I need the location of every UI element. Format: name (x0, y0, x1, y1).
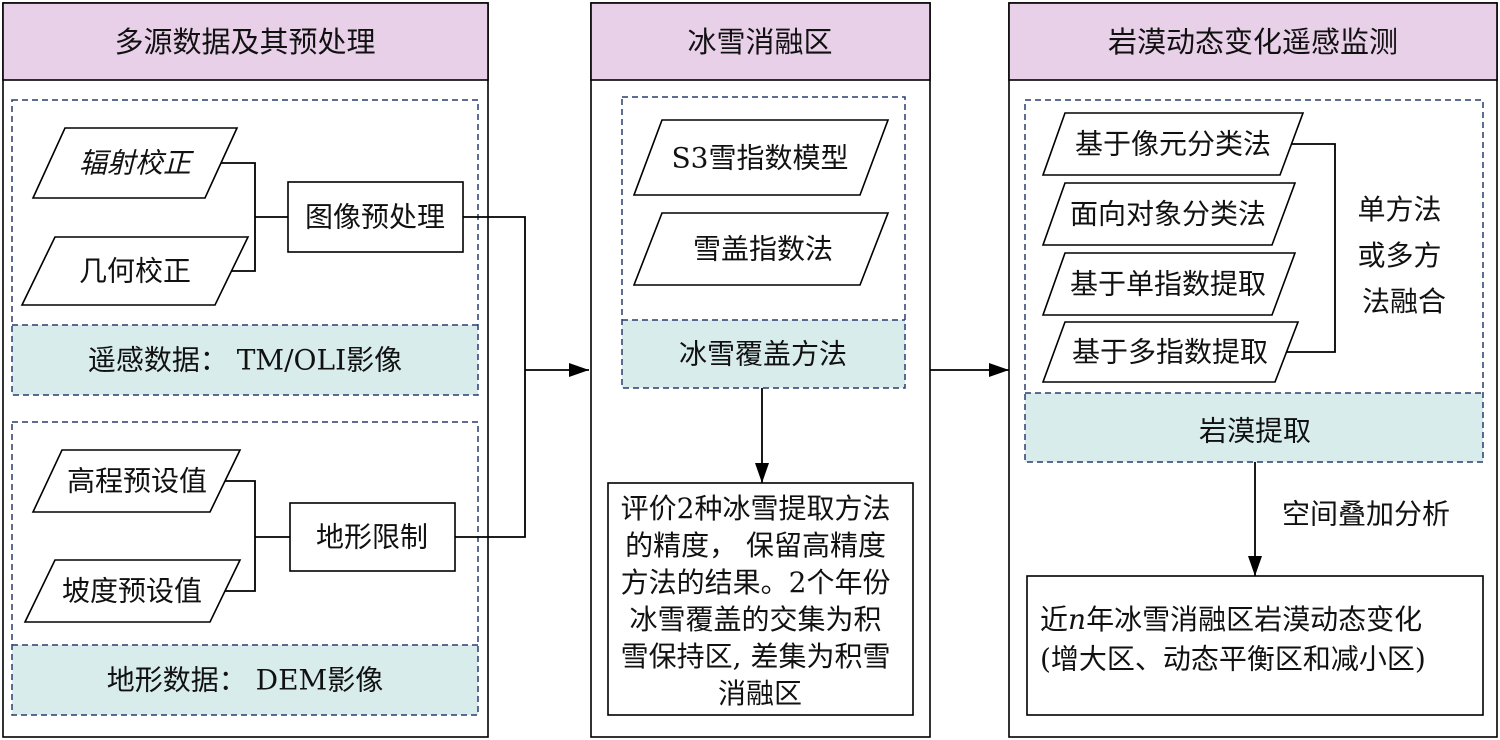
left-output-connector (455, 216, 526, 538)
parallelogram-shape (31, 127, 239, 199)
panel-title: 多源数据及其预处理 (114, 25, 375, 59)
fusion-line: 单方法 (1358, 193, 1442, 226)
parallelogram-shape (1041, 252, 1297, 316)
method-snow-cover-index: 雪盖指数法 (632, 212, 890, 286)
group-band (12, 645, 478, 715)
result-line-suffix: 年冰雪消融区岩漠动态变化 (1086, 603, 1422, 636)
result-line-prefix: 近 (1040, 603, 1068, 636)
group-dashed-frame (621, 96, 906, 389)
panel-header (1008, 2, 1498, 81)
result-text: 评价2种冰雪提取方法 的精度， 保留高精度 方法的结果。2个年份 冰雪覆盖的交集… (621, 492, 900, 710)
snow-cover-methods-group: 冰雪覆盖方法 S3雪指数模型 雪盖指数法 (621, 96, 906, 389)
remote-sensing-group: 遥感数据： TM/OLI影像 辐射校正 几何校正 图像预处理 (11, 99, 479, 396)
parallelogram-shape (1041, 182, 1297, 246)
panel-header (590, 2, 931, 81)
group-dashed-frame (11, 99, 479, 396)
step-radiometric-correction: 辐射校正 (31, 127, 239, 199)
method-label: 面向对象分类法 (1070, 198, 1266, 231)
group-band (1025, 393, 1483, 462)
method-pixel-classification: 基于像元分类法 (1041, 112, 1305, 176)
process-label: 地形限制 (316, 521, 428, 554)
method-label: 基于多指数提取 (1072, 336, 1268, 369)
rock-desert-methods-group: 岩漠提取 基于像元分类法 面向对象分类法 基于单指数提取 基于多指数提取 单方法… (1024, 99, 1484, 463)
result-box (1026, 575, 1484, 716)
result-line: 的精度， 保留高精度 (625, 529, 886, 562)
result-line: 雪保持区, 差集为积雪 (621, 640, 891, 673)
method-label: 基于单指数提取 (1070, 268, 1266, 301)
remote-sensing-source-label: 遥感数据： TM/OLI影像 (88, 344, 402, 377)
result-line: 冰雪覆盖的交集为积 (630, 603, 882, 636)
snow-cover-method-label: 冰雪覆盖方法 (679, 338, 847, 371)
panel-title: 冰雪消融区 (687, 25, 832, 59)
dynamic-change-result-box: 近n年冰雪消融区岩漠动态变化 (增大区、动态平衡区和减小区) (1026, 575, 1484, 716)
panel-title: 岩漠动态变化遥感监测 (1108, 25, 1398, 59)
rock-desert-extraction-label: 岩漠提取 (1199, 415, 1311, 448)
result-line: 近n年冰雪消融区岩漠动态变化 (1040, 603, 1422, 636)
result-line: 评价2种冰雪提取方法 (621, 492, 891, 525)
method-label: 雪盖指数法 (693, 233, 833, 266)
fusion-line: 法融合 (1362, 285, 1446, 318)
spatial-overlay-label: 空间叠加分析 (1282, 498, 1450, 531)
parallelogram-shape (1041, 321, 1300, 383)
step-label: 几何校正 (79, 255, 191, 288)
process-label: 图像预处理 (305, 201, 445, 234)
terrain-source-label: 地形数据： DEM影像 (107, 664, 383, 697)
parallelogram-shape (31, 449, 242, 513)
parallelogram-shape (632, 119, 890, 196)
step-elevation-preset: 高程预设值 (31, 449, 242, 513)
group-dashed-frame (11, 421, 479, 716)
panel-multisource-data: 多源数据及其预处理 遥感数据： TM/OLI影像 辐射校正 几何校正 图像预处理 (2, 2, 489, 738)
merge-connector (225, 480, 256, 592)
parallelogram-shape (20, 236, 250, 306)
result-line: 消融区 (718, 677, 802, 710)
fusion-line: 或多方 (1358, 239, 1442, 272)
result-line: 方法的结果。2个年份 (621, 566, 891, 599)
result-line: (增大区、动态平衡区和减小区) (1040, 643, 1426, 676)
method-object-classification: 面向对象分类法 (1041, 182, 1297, 246)
evaluation-result-box: 评价2种冰雪提取方法 的精度， 保留高精度 方法的结果。2个年份 冰雪覆盖的交集… (607, 482, 914, 716)
process-box (289, 502, 456, 572)
method-label: S3雪指数模型 (672, 142, 849, 175)
step-geometric-correction: 几何校正 (20, 236, 250, 306)
method-label: 基于像元分类法 (1075, 128, 1271, 161)
result-box (607, 482, 914, 716)
parallelogram-shape (632, 212, 890, 286)
method-single-index: 基于单指数提取 (1041, 252, 1297, 316)
parallelogram-shape (23, 559, 242, 623)
step-label: 辐射校正 (79, 147, 195, 180)
method-s3-snow-index: S3雪指数模型 (632, 119, 890, 196)
terrain-group: 地形数据： DEM影像 高程预设值 坡度预设值 地形限制 (11, 421, 479, 716)
variable-n: n (1068, 603, 1086, 636)
method-bracket (1286, 143, 1336, 353)
panel-snow-melt-zone: 冰雪消融区 冰雪覆盖方法 S3雪指数模型 雪盖指数法 评价2种冰雪提取方法 的精… (590, 2, 931, 738)
terrain-constraint-box: 地形限制 (289, 502, 456, 572)
step-slope-preset: 坡度预设值 (23, 559, 242, 623)
method-multi-index: 基于多指数提取 (1041, 321, 1300, 383)
group-band (12, 325, 478, 395)
panel-rock-desert-monitoring: 岩漠动态变化遥感监测 岩漠提取 基于像元分类法 面向对象分类法 基于单指数提取 … (1008, 2, 1498, 738)
step-label: 坡度预设值 (62, 575, 202, 608)
step-label: 高程预设值 (67, 465, 207, 498)
panel-header (2, 2, 489, 81)
process-box (287, 181, 464, 253)
method-fusion-note: 单方法 或多方 法融合 (1358, 193, 1451, 318)
parallelogram-shape (1041, 112, 1305, 176)
image-preprocessing-box: 图像预处理 (287, 181, 464, 253)
group-band (622, 320, 905, 388)
